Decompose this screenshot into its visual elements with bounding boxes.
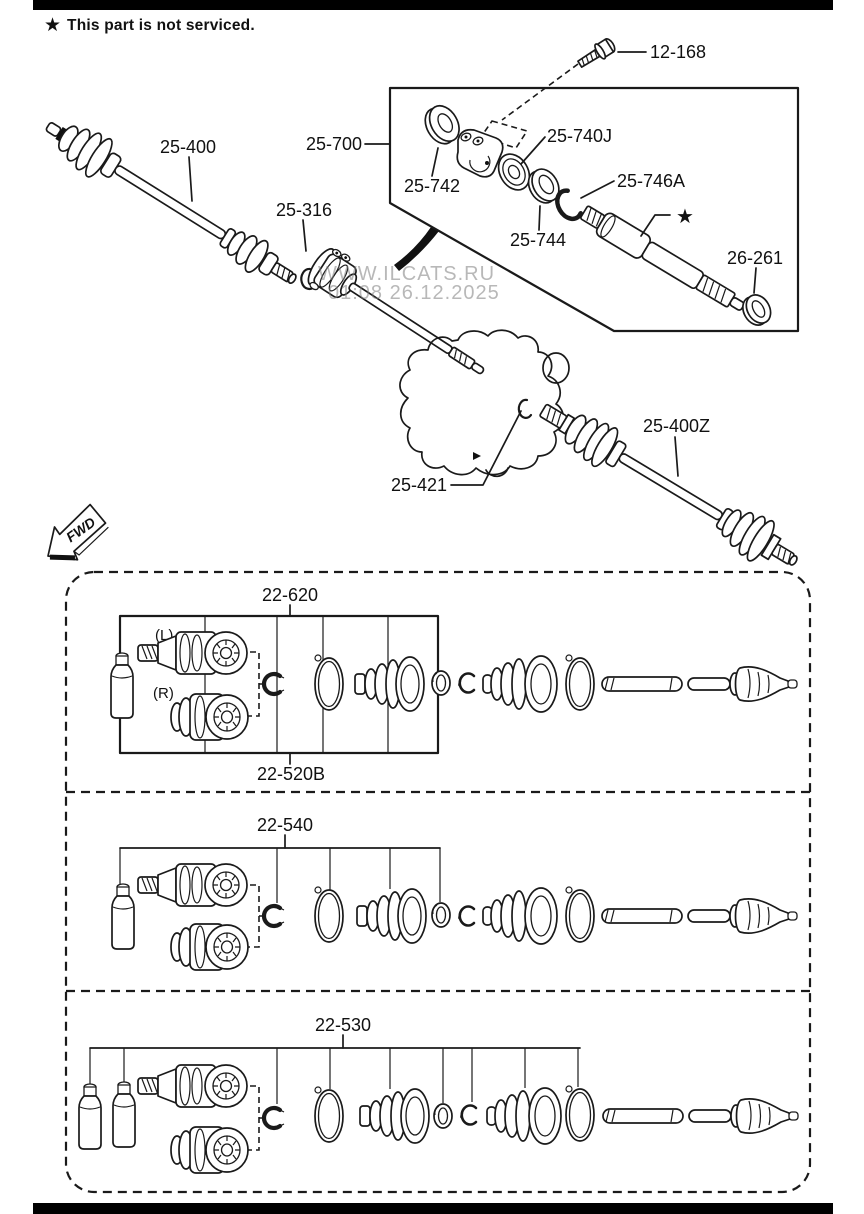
kit-row-22-530	[78, 1034, 799, 1174]
part-label-25-744[interactable]: 25-744	[510, 230, 566, 250]
part-label-12-168[interactable]: 12-168	[650, 42, 706, 62]
ring-25-744	[527, 168, 560, 204]
not-serviced-note: ★ This part is not serviced.	[44, 16, 255, 35]
part-label-26-261[interactable]: 26-261	[727, 248, 783, 268]
bolt-alignment-dashes	[479, 63, 579, 149]
top-border-bar	[33, 0, 833, 10]
drive-shaft-25-400	[45, 122, 297, 284]
part-label-25-400[interactable]: 25-400	[160, 137, 216, 157]
not-serviced-text: This part is not serviced.	[67, 16, 255, 34]
watermark: WWW.ILCATS.RU 01:08 26.12.2025	[318, 263, 500, 304]
oil-seal-25-742	[424, 104, 460, 145]
right-joint-marker: (R)	[153, 685, 174, 702]
cv-joint-right	[170, 693, 249, 741]
stub-shaft-not-serviced	[580, 205, 745, 311]
clip-25-421	[517, 398, 533, 419]
inner-joint-and-stub-shaft	[307, 248, 485, 375]
kit-row-22-620: (L) (R)	[110, 604, 798, 765]
cv-joint-right	[170, 923, 249, 971]
cv-joint-left	[137, 863, 248, 907]
kit-label-22-540[interactable]: 22-540	[257, 815, 313, 835]
bottom-border-bar	[33, 1203, 833, 1214]
part-label-25-742[interactable]: 25-742	[404, 176, 460, 196]
fwd-arrow: FWD	[47, 503, 109, 561]
kit-label-22-520B[interactable]: 22-520B	[257, 764, 325, 784]
leader-lines	[188, 136, 757, 486]
kit-row-22-540	[111, 834, 798, 971]
cv-joint-right	[170, 1126, 249, 1174]
bolt-12-168	[577, 38, 616, 68]
watermark-line1: WWW.ILCATS.RU	[318, 263, 495, 285]
clip-25-746A	[555, 188, 583, 222]
pointer-wedge	[394, 227, 439, 271]
star-icon: ★	[44, 15, 62, 36]
part-label-25-740J[interactable]: 25-740J	[547, 126, 612, 146]
part-label-25-400Z[interactable]: 25-400Z	[643, 416, 710, 436]
part-label-25-700[interactable]: 25-700	[306, 134, 362, 154]
drive-shaft-25-400Z	[539, 403, 798, 566]
part-label-25-421[interactable]: 25-421	[391, 475, 447, 495]
not-serviced-star-icon: ★	[676, 204, 694, 228]
transaxle-outline	[399, 329, 570, 478]
part-label-25-316[interactable]: 25-316	[276, 200, 332, 220]
cv-joint-left	[137, 1064, 248, 1108]
inset-box	[388, 86, 800, 333]
watermark-line2: 01:08 26.12.2025	[328, 282, 500, 304]
joint-housing	[456, 128, 504, 178]
kit-label-22-620[interactable]: 22-620	[262, 585, 318, 605]
oil-seal-26-261	[742, 294, 772, 326]
kits-container	[64, 570, 812, 1194]
part-label-25-746A[interactable]: 25-746A	[617, 171, 685, 191]
kit-label-22-530[interactable]: 22-530	[315, 1015, 371, 1035]
